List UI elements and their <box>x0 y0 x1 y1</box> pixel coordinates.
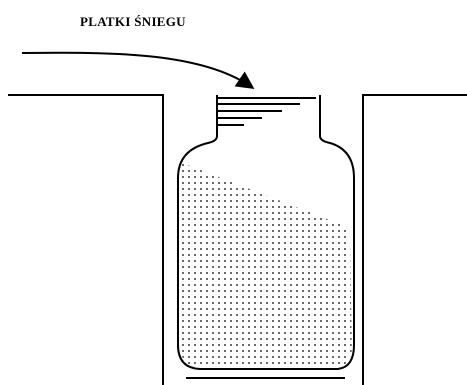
curved-arrow <box>22 53 250 86</box>
snowflakes-label: PLATKI ŚNIEGU <box>80 14 186 29</box>
snowflake-layers <box>217 98 316 125</box>
ground-surface-left <box>8 95 163 385</box>
dotted-fill <box>180 162 352 370</box>
ground-surface-right <box>363 95 467 385</box>
